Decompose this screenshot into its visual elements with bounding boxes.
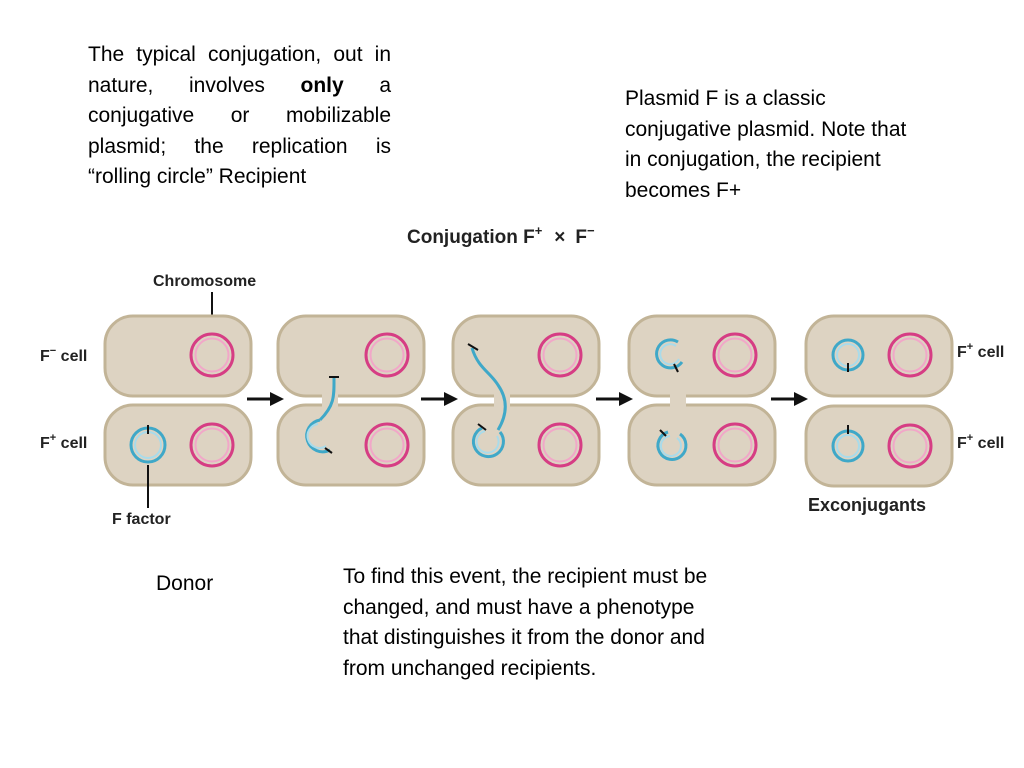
text-bottom: To find this event, the recipient must b…: [343, 565, 708, 680]
right-top-cell-label: F+ cell: [957, 341, 1004, 361]
text-top-left: The typical conjugation, out in nature, …: [88, 43, 391, 188]
left-bottom-cell-label: F+ cell: [40, 432, 87, 452]
stage-4-cells: [627, 314, 777, 487]
diagram-title: Conjugation F+×F−: [407, 223, 595, 248]
chromosome: [189, 332, 235, 378]
right-bottom-cell-label: F+ cell: [957, 432, 1004, 452]
arrow-icon: [771, 392, 808, 406]
left-top-cell-label: F− cell: [40, 345, 87, 365]
stage-3-cells: [451, 314, 601, 487]
arrow-icon: [421, 392, 458, 406]
stage-2-cells: [276, 314, 426, 487]
text-top-right: Plasmid F is a classic conjugative plasm…: [625, 87, 907, 202]
stage-5-cells: [804, 314, 954, 488]
chromosome-label: Chromosome: [153, 273, 256, 290]
chromosome: [189, 422, 235, 468]
arrow-icon: [247, 392, 284, 406]
label-donor: Donor: [156, 572, 214, 595]
stage-1-cells: [103, 314, 253, 487]
f-factor-label: F factor: [112, 511, 171, 528]
arrow-icon: [596, 392, 633, 406]
exconjugants-label: Exconjugants: [808, 495, 926, 515]
